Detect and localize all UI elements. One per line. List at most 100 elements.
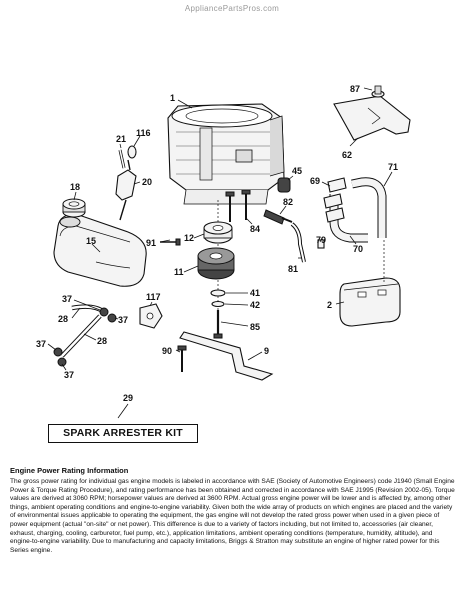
exhaust-gasket-69-upper[interactable]	[327, 177, 347, 193]
callout-21: 21	[116, 134, 126, 144]
leader-45	[287, 175, 294, 181]
leader-116	[133, 135, 141, 147]
spark-arrester-kit-label[interactable]: SPARK ARRESTER KIT	[48, 424, 198, 443]
leader-71	[383, 171, 393, 187]
heat-shield[interactable]	[333, 95, 411, 141]
callout-71: 71	[388, 162, 398, 172]
callout-20: 20	[142, 177, 152, 187]
callout-62: 62	[342, 150, 352, 160]
fuel-valve[interactable]	[115, 159, 137, 221]
leader-70	[349, 235, 357, 245]
leader-18	[73, 191, 77, 201]
callout-28-upper: 28	[58, 314, 68, 324]
engine-power-rating-info: Engine Power Rating Information The gros…	[10, 466, 456, 555]
leader-79	[319, 237, 323, 243]
oil-filter[interactable]	[277, 177, 291, 193]
callout-82: 82	[283, 197, 293, 207]
exhaust-gasket-69-lower[interactable]	[323, 193, 345, 223]
leader-84	[245, 217, 253, 225]
clamp-37-b[interactable]	[107, 313, 117, 323]
callout-69: 69	[310, 176, 320, 186]
spark-plug-lead[interactable]	[290, 222, 306, 263]
leader-20	[133, 181, 141, 185]
leader-37b	[114, 317, 119, 320]
leader-82	[279, 205, 287, 215]
bolt-91[interactable]	[160, 238, 181, 246]
callout-84: 84	[250, 224, 260, 234]
callout-37-c: 37	[36, 339, 46, 349]
leader-69	[321, 181, 331, 187]
callout-11: 11	[174, 267, 184, 277]
hose-clamp-116[interactable]	[127, 145, 137, 159]
leader-28b	[83, 333, 97, 341]
callout-87: 87	[350, 84, 360, 94]
leader-1	[177, 99, 193, 109]
callout-41: 41	[250, 288, 260, 298]
callout-28-lower: 28	[97, 336, 107, 346]
callout-81: 81	[288, 264, 298, 274]
clutch-bolt[interactable]	[213, 310, 223, 339]
washer-42[interactable]	[211, 300, 225, 308]
leader-87	[363, 87, 373, 91]
leader-37d	[61, 363, 67, 371]
leader-21	[119, 143, 122, 149]
leader-28a	[71, 307, 81, 319]
callout-116: 116	[136, 128, 151, 138]
leader-15	[91, 243, 101, 253]
electric-clutch[interactable]	[197, 247, 235, 280]
fuel-tank[interactable]	[53, 213, 147, 287]
fuel-line-28-lower[interactable]	[60, 314, 102, 358]
engine[interactable]	[167, 103, 285, 205]
callout-29: 29	[123, 393, 133, 403]
fuel-pump[interactable]	[139, 303, 163, 329]
leader-117	[149, 301, 153, 307]
callout-90: 90	[162, 346, 172, 356]
callout-12: 12	[184, 233, 194, 243]
callout-9: 9	[264, 346, 269, 356]
callout-117: 117	[146, 292, 161, 302]
fuel-hose-21[interactable]	[118, 149, 126, 169]
engine-bolts[interactable]	[225, 189, 251, 222]
leader-90	[175, 349, 181, 353]
leader-2	[335, 301, 345, 305]
leader-11	[183, 265, 199, 273]
callout-1: 1	[170, 93, 175, 103]
callout-37-a: 37	[62, 294, 72, 304]
callout-42: 42	[250, 300, 260, 310]
leader-42	[224, 303, 249, 306]
clamp-37-a[interactable]	[99, 307, 109, 317]
callout-2: 2	[327, 300, 332, 310]
leader-37c	[47, 343, 57, 351]
callout-18: 18	[70, 182, 80, 192]
screw-87[interactable]	[371, 85, 385, 98]
fuel-cap[interactable]	[62, 198, 86, 218]
leader-9	[247, 351, 263, 361]
leader-62	[349, 137, 359, 147]
callout-37-b: 37	[118, 315, 128, 325]
bracket[interactable]	[179, 331, 274, 381]
muffler[interactable]	[339, 277, 401, 327]
leader-85	[220, 321, 249, 327]
callout-85: 85	[250, 322, 260, 332]
callout-91: 91	[146, 238, 156, 248]
washer-41[interactable]	[210, 289, 226, 297]
leader-91	[159, 239, 171, 243]
clamp-37-d[interactable]	[57, 357, 67, 367]
exhaust-pipe-71[interactable]	[351, 177, 387, 238]
leader-29	[117, 403, 129, 419]
callout-45: 45	[292, 166, 302, 176]
callout-70: 70	[353, 244, 363, 254]
exhaust-pipe-70[interactable]	[329, 194, 368, 243]
callout-79: 79	[316, 235, 326, 245]
leader-37a	[73, 299, 101, 311]
info-title: Engine Power Rating Information	[10, 466, 129, 475]
callout-15: 15	[86, 236, 96, 246]
spark-plug[interactable]	[263, 209, 293, 225]
watermark: AppliancePartsPros.com	[184, 4, 280, 13]
leader-12	[193, 233, 205, 239]
callout-37-d: 37	[64, 370, 74, 380]
info-body: The gross power rating for individual ga…	[10, 478, 455, 554]
bolt-90[interactable]	[177, 345, 187, 372]
pulley[interactable]	[203, 221, 233, 244]
